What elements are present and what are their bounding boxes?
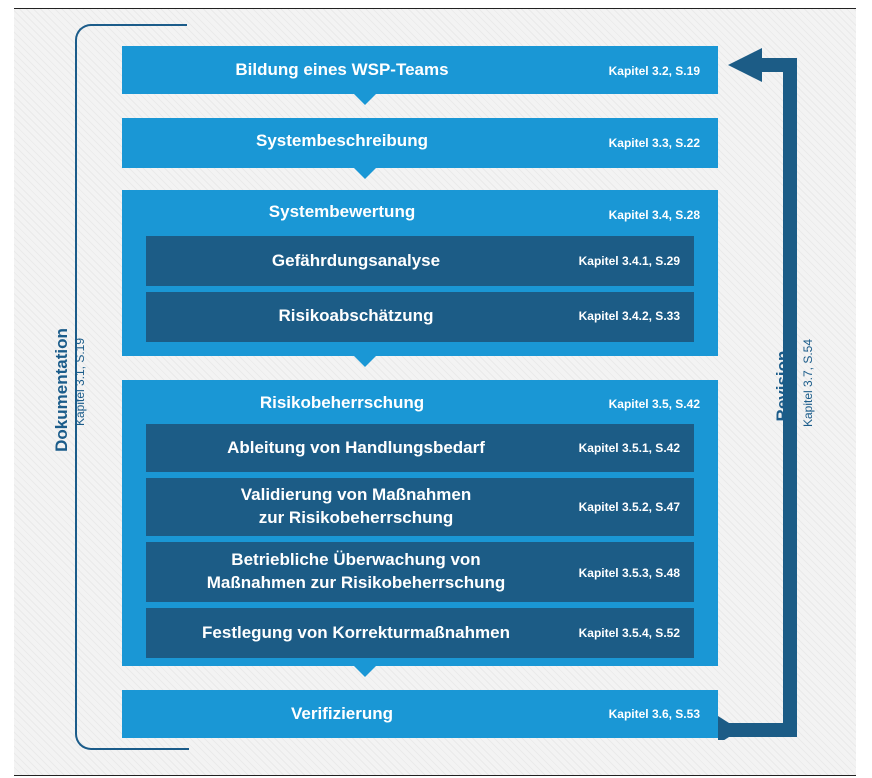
substep-title-line2: Maßnahmen zur Risikobeherrschung: [206, 573, 506, 592]
flow-arrow: [354, 356, 376, 367]
substep-title: Gefährdungsanalyse: [271, 251, 441, 270]
step-risikobeherrschung: Risikobeherrschung Kapitel 3.5, S.42 Abl…: [122, 380, 718, 666]
revision-ref: Kapitel 3.7, S.54: [801, 338, 815, 428]
documentation-ref: Kapitel 3.1, S.19: [73, 337, 87, 427]
substep-title: Festlegung von Korrekturmaßnahmen: [202, 623, 510, 642]
revision-arrow: [718, 48, 797, 740]
substep-ref: Kapitel 3.5.4, S.52: [578, 626, 680, 640]
step-ref: Kapitel 3.3, S.22: [608, 136, 700, 150]
step-ref: Kapitel 3.2, S.19: [608, 64, 700, 78]
substep-title: Ableitung von Handlungsbedarf: [227, 438, 485, 457]
documentation-title: Dokumentation: [52, 328, 71, 452]
substep-ref: Kapitel 3.4.1, S.29: [578, 254, 680, 268]
revision-title: Revision: [773, 350, 792, 422]
substep-korrekturmassnahmen: Festlegung von Korrekturmaßnahmen Kapite…: [146, 608, 694, 658]
substep-ref: Kapitel 3.4.2, S.33: [578, 309, 680, 323]
step-verifizierung: Verifizierung Kapitel 3.6, S.53: [122, 690, 718, 738]
substep-title: Validierung von Maßnahmen zur Risikobehe…: [146, 483, 566, 529]
substep-ueberwachung: Betriebliche Überwachung von Maßnahmen z…: [146, 542, 694, 602]
step-systembeschreibung: Systembeschreibung Kapitel 3.3, S.22: [122, 118, 718, 168]
documentation-bracket: [75, 24, 189, 750]
step-title: Verifizierung: [290, 704, 394, 723]
step-title: Risikobeherrschung: [259, 393, 425, 412]
substep-title-line2: zur Risikobeherrschung: [258, 508, 454, 527]
step-ref: Kapitel 3.4, S.28: [608, 208, 700, 222]
step-title: Systembewertung: [268, 202, 416, 221]
substep-ref: Kapitel 3.5.3, S.48: [578, 566, 680, 580]
substep-ref: Kapitel 3.5.2, S.47: [578, 500, 680, 514]
substep-risikoabschaetzung: Risikoabschätzung Kapitel 3.4.2, S.33: [146, 292, 694, 342]
substep-gefaehrdungsanalyse: Gefährdungsanalyse Kapitel 3.4.1, S.29: [146, 236, 694, 286]
substep-validierung: Validierung von Maßnahmen zur Risikobehe…: [146, 478, 694, 536]
flow-arrow: [354, 666, 376, 677]
step-team: Bildung eines WSP-Teams Kapitel 3.2, S.1…: [122, 46, 718, 94]
step-title: Bildung eines WSP-Teams: [235, 60, 449, 79]
substep-title-line1: Validierung von Maßnahmen: [240, 485, 472, 504]
substep-title-line1: Betriebliche Überwachung von: [231, 550, 481, 569]
substep-title: Risikoabschätzung: [278, 306, 434, 325]
step-ref: Kapitel 3.5, S.42: [608, 397, 700, 411]
substep-handlungsbedarf: Ableitung von Handlungsbedarf Kapitel 3.…: [146, 424, 694, 472]
step-title: Systembeschreibung: [256, 131, 428, 150]
flow-arrow: [354, 94, 376, 105]
substep-ref: Kapitel 3.5.1, S.42: [578, 441, 680, 455]
substep-title: Betriebliche Überwachung von Maßnahmen z…: [146, 548, 566, 594]
step-ref: Kapitel 3.6, S.53: [608, 707, 700, 721]
flow-arrow: [354, 168, 376, 179]
step-systembewertung: Systembewertung Kapitel 3.4, S.28 Gefähr…: [122, 190, 718, 356]
